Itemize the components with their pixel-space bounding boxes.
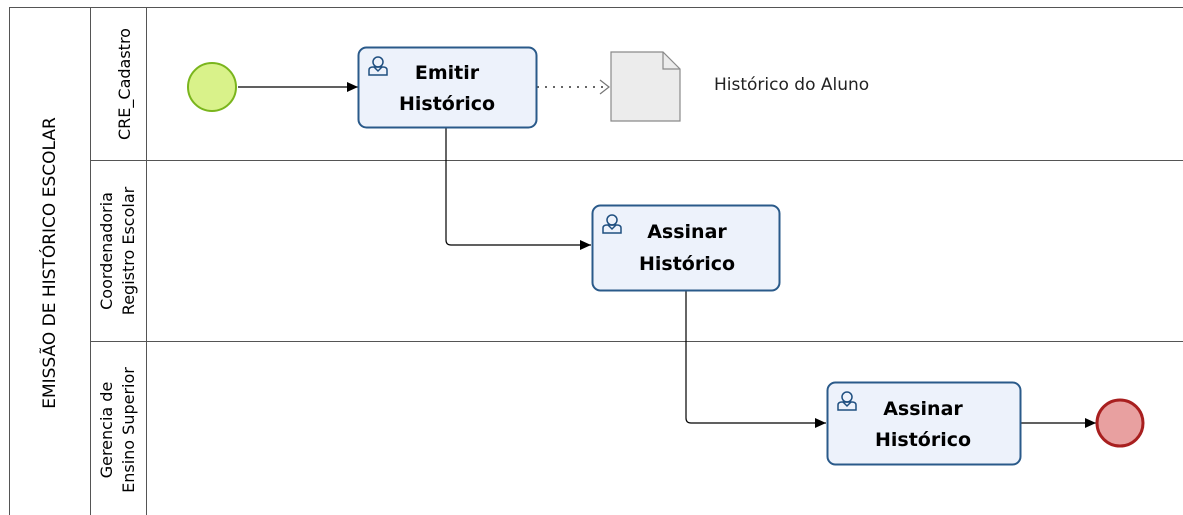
sequence-flows (238, 82, 1096, 428)
lane-title-line-1: Gerencia de (97, 382, 116, 479)
lane-title-line-1: Coordenadoria (97, 192, 116, 310)
lane-coordenadoria-registro-escolar: Coordenadoria Registro Escolar (97, 186, 138, 315)
lane-title: CRE_Cadastro (115, 28, 135, 140)
task-label-line-2: Histórico (639, 253, 735, 275)
task-label-line-1: Assinar (883, 398, 963, 420)
lane-title-line-2: Registro Escolar (119, 186, 138, 315)
document-icon[interactable] (610, 51, 681, 122)
task-label-line-1: Assinar (647, 221, 727, 243)
task-emitir-historico[interactable]: Emitir Histórico (357, 46, 538, 129)
task-box[interactable] (591, 204, 781, 292)
user-icon (602, 214, 622, 234)
lanes: CRE_Cadastro Coordenadoria Registro Esco… (90, 28, 1183, 493)
lane-gerencia-ensino-superior: Gerencia de Ensino Superior (97, 367, 138, 493)
task-label-line-2: Histórico (399, 93, 495, 115)
user-icon (368, 56, 388, 76)
task-label-line-1: Emitir (415, 62, 480, 84)
flow-emitir-to-assinar-1 (445, 128, 591, 250)
task-assinar-historico-coordenadoria[interactable]: Assinar Histórico (591, 204, 781, 292)
lane-cre-cadastro: CRE_Cadastro (115, 28, 135, 140)
data-object-historico-do-aluno[interactable]: Histórico do Aluno (610, 51, 869, 122)
task-box[interactable] (357, 46, 538, 129)
lane-title-line-2: Ensino Superior (119, 367, 138, 493)
pool: EMISSÃO DE HISTÓRICO ESCOLAR (9, 7, 1183, 515)
task-box[interactable] (826, 381, 1022, 466)
user-icon (837, 391, 857, 411)
data-object-label: Histórico do Aluno (714, 75, 869, 95)
task-label-line-2: Histórico (875, 429, 971, 451)
start-event[interactable] (187, 62, 237, 112)
end-event[interactable] (1095, 398, 1145, 448)
pool-title: EMISSÃO DE HISTÓRICO ESCOLAR (38, 117, 60, 409)
pool-border (9, 7, 1183, 515)
task-assinar-historico-gerencia[interactable]: Assinar Histórico (826, 381, 1022, 466)
flow-assinar-1-to-assinar-2 (685, 290, 826, 428)
association-emitir-to-document (537, 79, 610, 95)
